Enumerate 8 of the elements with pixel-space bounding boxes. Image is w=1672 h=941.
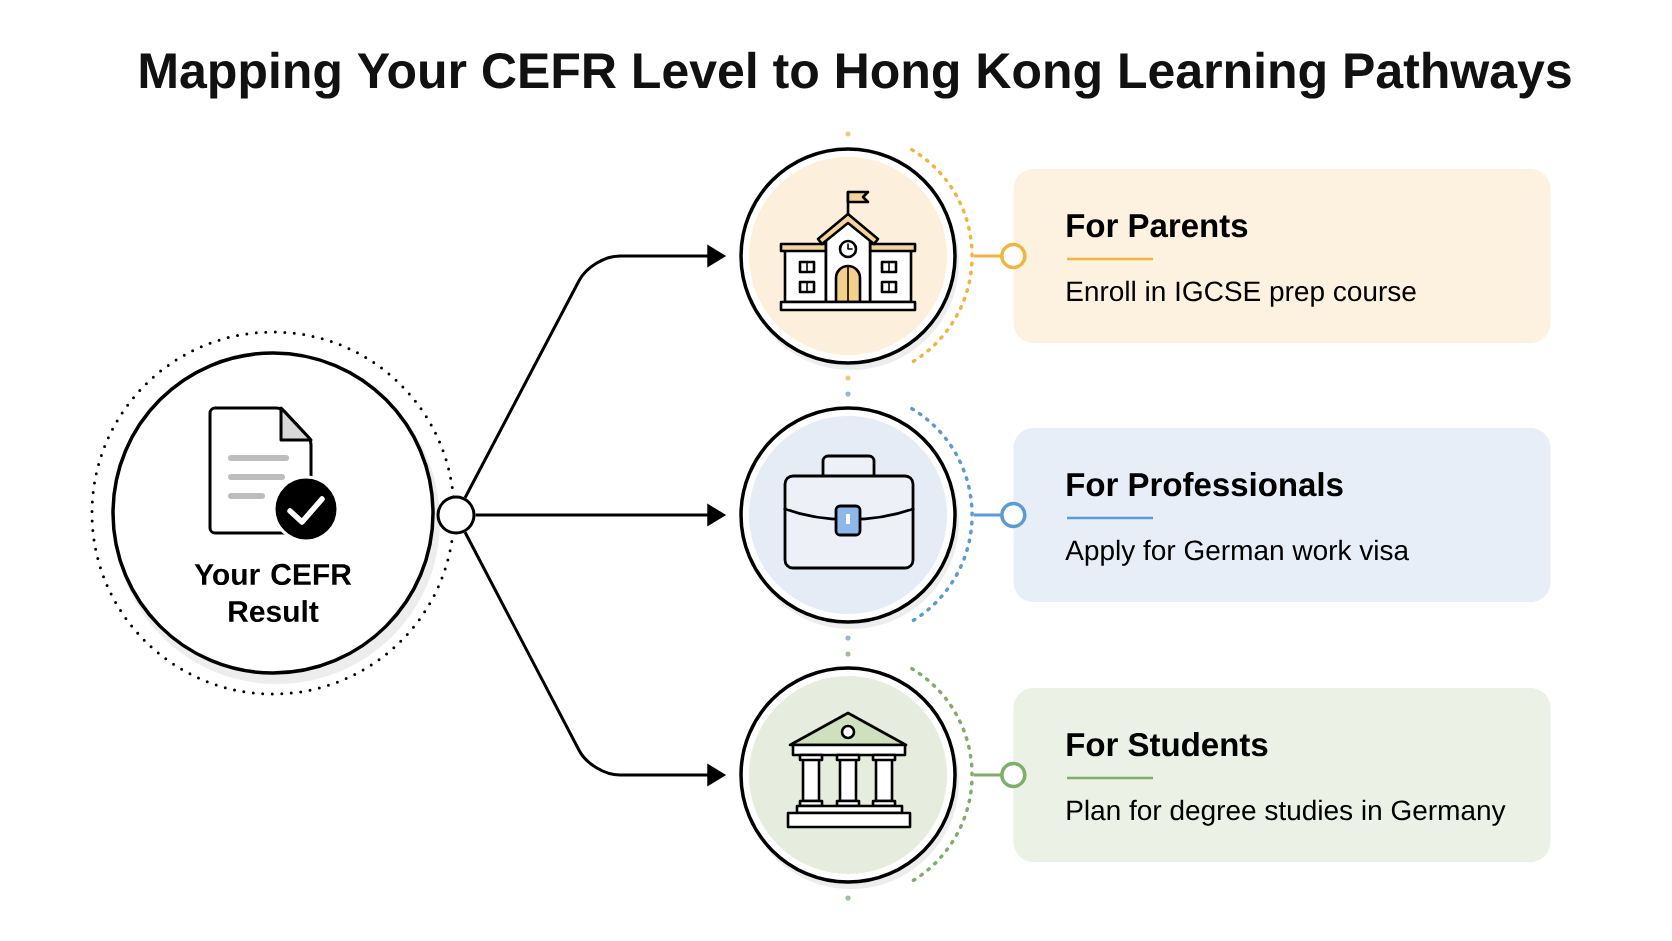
card-text: Plan for degree studies in Germany <box>1067 799 1506 826</box>
card-heading: For Professionals <box>1067 472 1343 497</box>
card-heading: For Students <box>1067 732 1268 757</box>
card-heading: For Parents <box>1067 214 1248 238</box>
junction-circle <box>436 495 476 535</box>
card-text: Enroll in IGCSE prep course <box>1067 280 1416 307</box>
card-text: Apply for German work visa <box>1065 539 1410 566</box>
title: Mapping Your CEFR Level to Hong Kong Learning Pathways <box>140 51 1571 99</box>
